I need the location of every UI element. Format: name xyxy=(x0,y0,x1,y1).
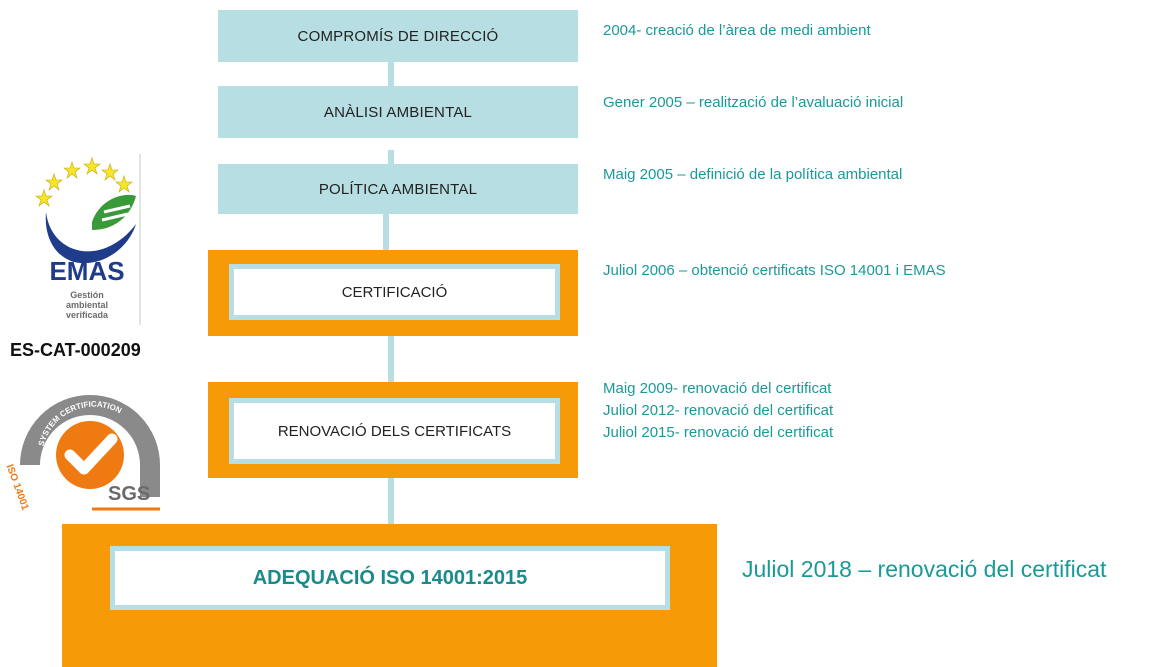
step-compromis-box: COMPROMÍS DE DIRECCIÓ xyxy=(218,10,578,62)
sgs-brand: SGS xyxy=(108,483,151,505)
note-juliol-2018: Juliol 2018 – renovació del certificat xyxy=(742,556,1107,582)
step-politica-box: POLÍTICA AMBIENTAL xyxy=(218,164,578,214)
emas-subtitle-3: verificada xyxy=(65,310,109,320)
step-certificacio-box: CERTIFICACIÓ xyxy=(229,264,560,320)
emas-logo: EMAS Gestión ambiental verificada xyxy=(30,150,145,330)
connector-5 xyxy=(388,478,394,524)
emas-brand: EMAS xyxy=(49,256,125,286)
sgs-certification-icon: SYSTEM CERTIFICATION xyxy=(20,395,160,511)
emas-registration-code: ES-CAT-000209 xyxy=(10,340,141,360)
note-juliol-2006: Juliol 2006 – obtenció certificats ISO 1… xyxy=(603,262,946,279)
step-adequacio-box: ADEQUACIÓ ISO 14001:2015 xyxy=(110,546,670,610)
note-juliol-2012: Juliol 2012- renovació del certificat xyxy=(603,402,834,419)
note-renovacions: Maig 2009- renovació del certificat Juli… xyxy=(603,378,833,444)
connector-4 xyxy=(388,336,394,382)
note-2004: 2004- creació de l’àrea de medi ambient xyxy=(603,22,871,39)
step-certificacio-label: CERTIFICACIÓ xyxy=(341,283,448,301)
step-analisi-label: ANÀLISI AMBIENTAL xyxy=(323,103,473,121)
connector-2 xyxy=(388,150,394,166)
step-politica-label: POLÍTICA AMBIENTAL xyxy=(318,180,478,198)
step-renovacio-label: RENOVACIÓ DELS CERTIFICATS xyxy=(277,422,512,440)
emas-subtitle-1: Gestión xyxy=(70,290,104,300)
emas-subtitle-2: ambiental xyxy=(65,300,108,310)
emas-emblem-icon xyxy=(35,154,141,325)
step-compromis-label: COMPROMÍS DE DIRECCIÓ xyxy=(297,27,499,45)
sgs-iso-logo: SYSTEM CERTIFICATION ISO 14001 SGS xyxy=(4,385,165,515)
step-renovacio-box: RENOVACIÓ DELS CERTIFICATS xyxy=(229,398,560,464)
note-juliol-2015: Juliol 2015- renovació del certificat xyxy=(603,424,834,441)
step-analisi-box: ANÀLISI AMBIENTAL xyxy=(218,86,578,138)
note-maig-2009: Maig 2009- renovació del certificat xyxy=(603,380,832,397)
connector-3 xyxy=(383,214,389,250)
step-adequacio-label: ADEQUACIÓ ISO 14001:2015 xyxy=(252,566,528,589)
note-gener-2005: Gener 2005 – realització de l’avaluació … xyxy=(603,94,904,111)
note-maig-2005: Maig 2005 – definició de la política amb… xyxy=(603,166,903,183)
connector-1 xyxy=(388,62,394,88)
